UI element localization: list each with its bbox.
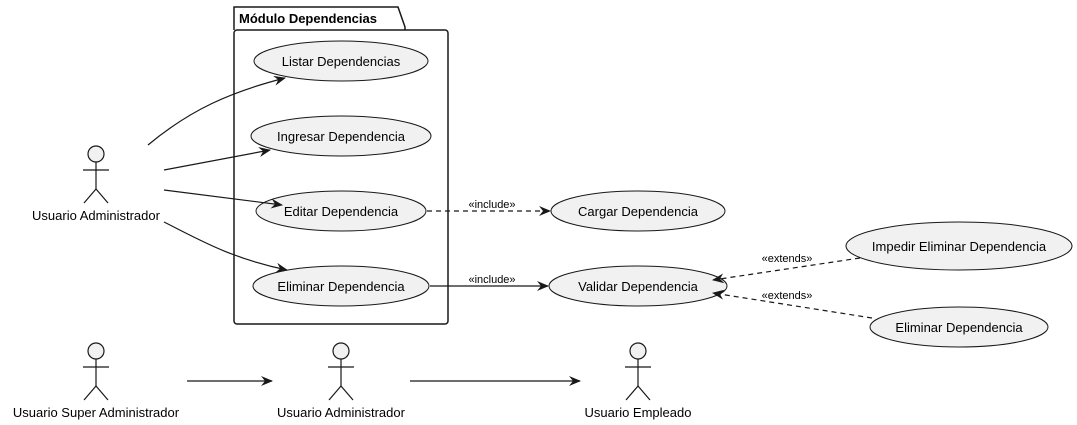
association-arrow-ingresar [163,147,271,171]
include-label: «include» [468,199,515,211]
use-case-validar-dependencia[interactable]: Validar Dependencia [548,265,728,307]
use-case-listar-dependencias[interactable]: Listar Dependencias [253,40,429,82]
use-case-impedir-eliminar-dependencia[interactable]: Impedir Eliminar Dependencia [845,221,1073,271]
extends-relation-impedir: «extends» [712,253,861,284]
actor-label: Usuario Administrador [277,405,406,420]
stick-figure-icon [83,145,109,204]
include-label: «include» [468,274,515,286]
actor-label: Usuario Empleado [585,405,692,420]
association-arrow-eliminar [163,221,288,273]
association-arrow-editar [163,189,283,209]
extends-label: «extends» [762,290,813,302]
actor-usuario-administrador-bottom[interactable]: Usuario Administrador [277,342,406,420]
use-case-label: Ingresar Dependencia [277,129,406,144]
actor-usuario-super-administrador[interactable]: Usuario Super Administrador [13,342,180,420]
extends-relation-eliminar: «extends» [712,289,873,319]
extends-label: «extends» [762,253,813,265]
use-case-label: Eliminar Dependencia [277,279,405,294]
association-arrow-listar [147,75,286,146]
package-title: Módulo Dependencias [239,11,377,26]
use-case-eliminar-dependencia[interactable]: Eliminar Dependencia [252,265,430,307]
use-case-label: Impedir Eliminar Dependencia [872,239,1047,254]
actor-label: Usuario Super Administrador [13,405,180,420]
use-case-label: Validar Dependencia [578,279,698,294]
use-case-editar-dependencia[interactable]: Editar Dependencia [255,190,427,232]
use-case-ingresar-dependencia[interactable]: Ingresar Dependencia [250,115,432,157]
use-case-label: Eliminar Dependencia [895,320,1023,335]
actor-label: Usuario Administrador [32,208,161,223]
actor-usuario-administrador-top[interactable]: Usuario Administrador [32,145,161,223]
package-modulo-dependencias: Módulo Dependencias [233,6,449,325]
include-relation-eliminar-validar: «include» [430,274,549,291]
actor-usuario-empleado[interactable]: Usuario Empleado [585,342,692,420]
stick-figure-icon [625,342,651,401]
use-case-label: Listar Dependencias [282,54,401,69]
stick-figure-icon [328,342,354,401]
include-relation-editar-cargar: «include» [427,199,551,216]
stick-figure-icon [83,342,109,401]
use-case-label: Editar Dependencia [284,204,399,219]
use-case-eliminar-dependencia-extends[interactable]: Eliminar Dependencia [869,306,1049,348]
use-case-cargar-dependencia[interactable]: Cargar Dependencia [550,190,726,232]
use-case-label: Cargar Dependencia [578,204,699,219]
